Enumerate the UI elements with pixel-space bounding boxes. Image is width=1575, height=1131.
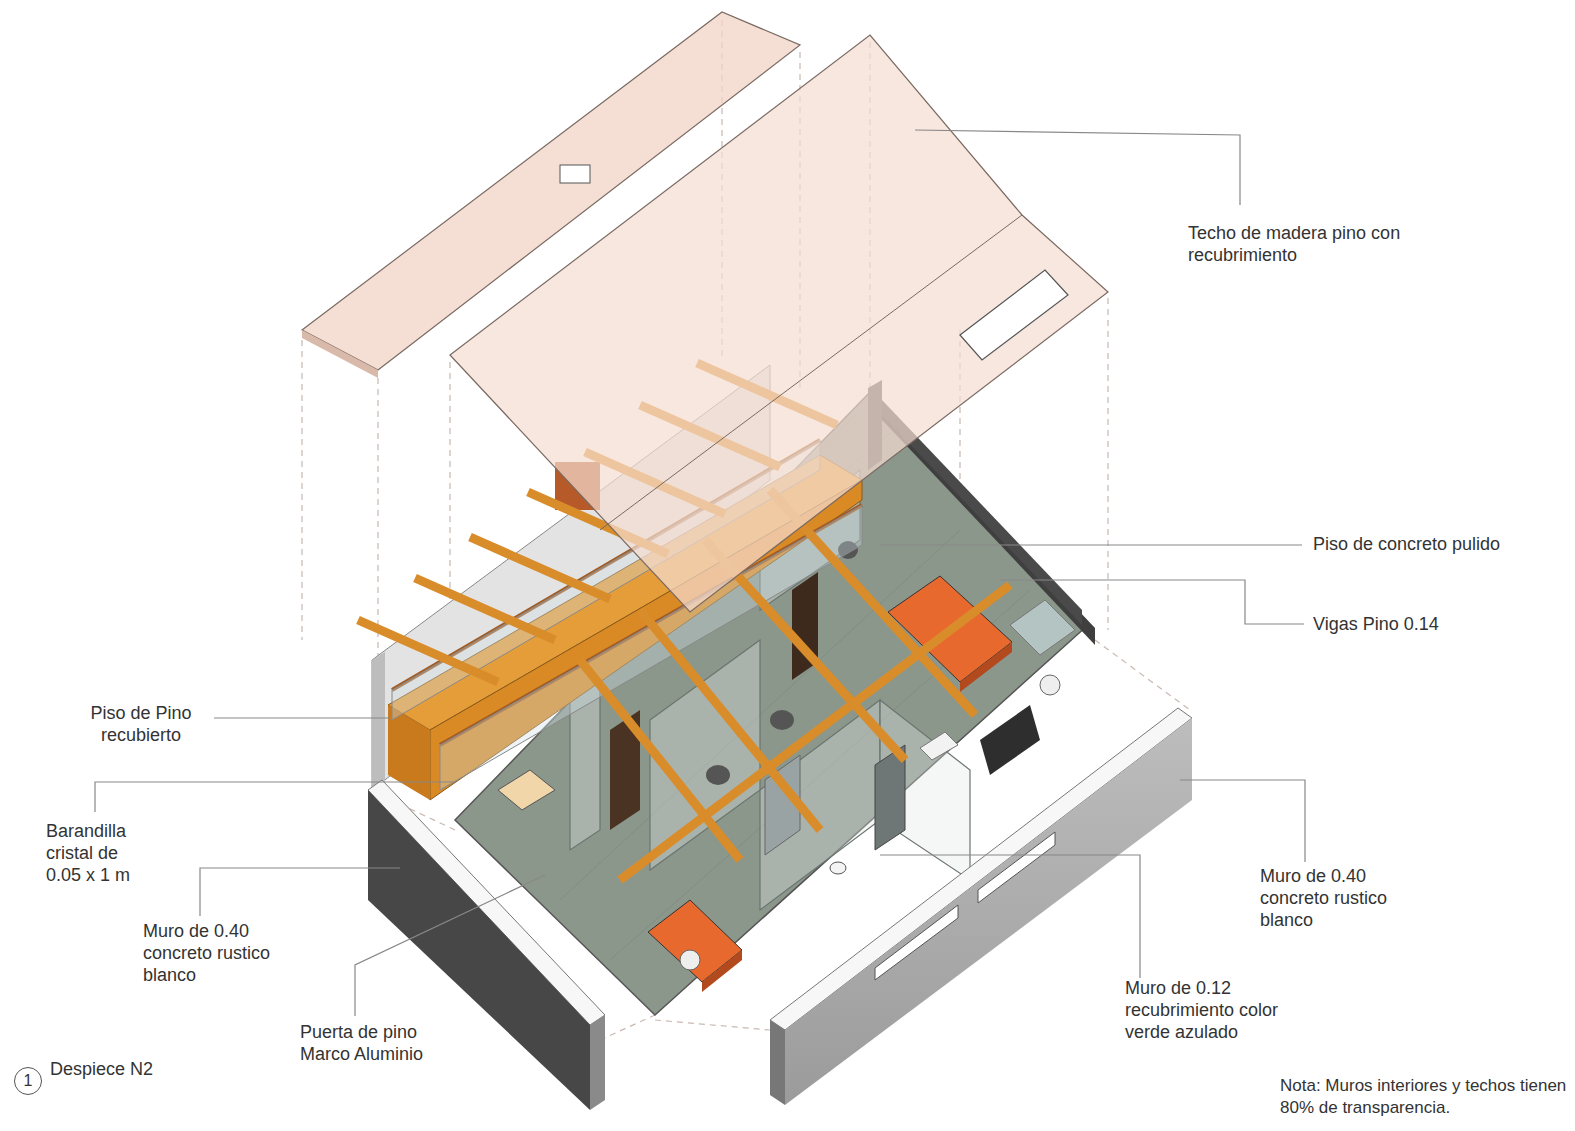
- callout-circle: 1: [14, 1067, 42, 1095]
- callout-number: 1: [24, 1072, 33, 1090]
- callout-label: Piso de Pino recubierto: [66, 702, 216, 746]
- callout-label: Puerta de pino Marco Aluminio: [300, 1021, 450, 1065]
- callout-label: Muro de 0.40 concreto rustico blanco: [1260, 865, 1420, 931]
- callout-label: Barandilla cristal de 0.05 x 1 m: [46, 820, 146, 886]
- callout-label: Nota: Muros interiores y techos tienen 8…: [1280, 1075, 1570, 1119]
- callout-label: Techo de madera pino con recubrimiento: [1188, 222, 1403, 266]
- callout-label: Muro de 0.12 recubrimiento color verde a…: [1125, 977, 1320, 1043]
- callout-label: Vigas Pino 0.14: [1313, 613, 1439, 635]
- drawing-title: Despiece N2: [50, 1058, 153, 1080]
- callout-label: Muro de 0.40 concreto rustico blanco: [143, 920, 303, 986]
- callout-label: Piso de concreto pulido: [1313, 533, 1500, 555]
